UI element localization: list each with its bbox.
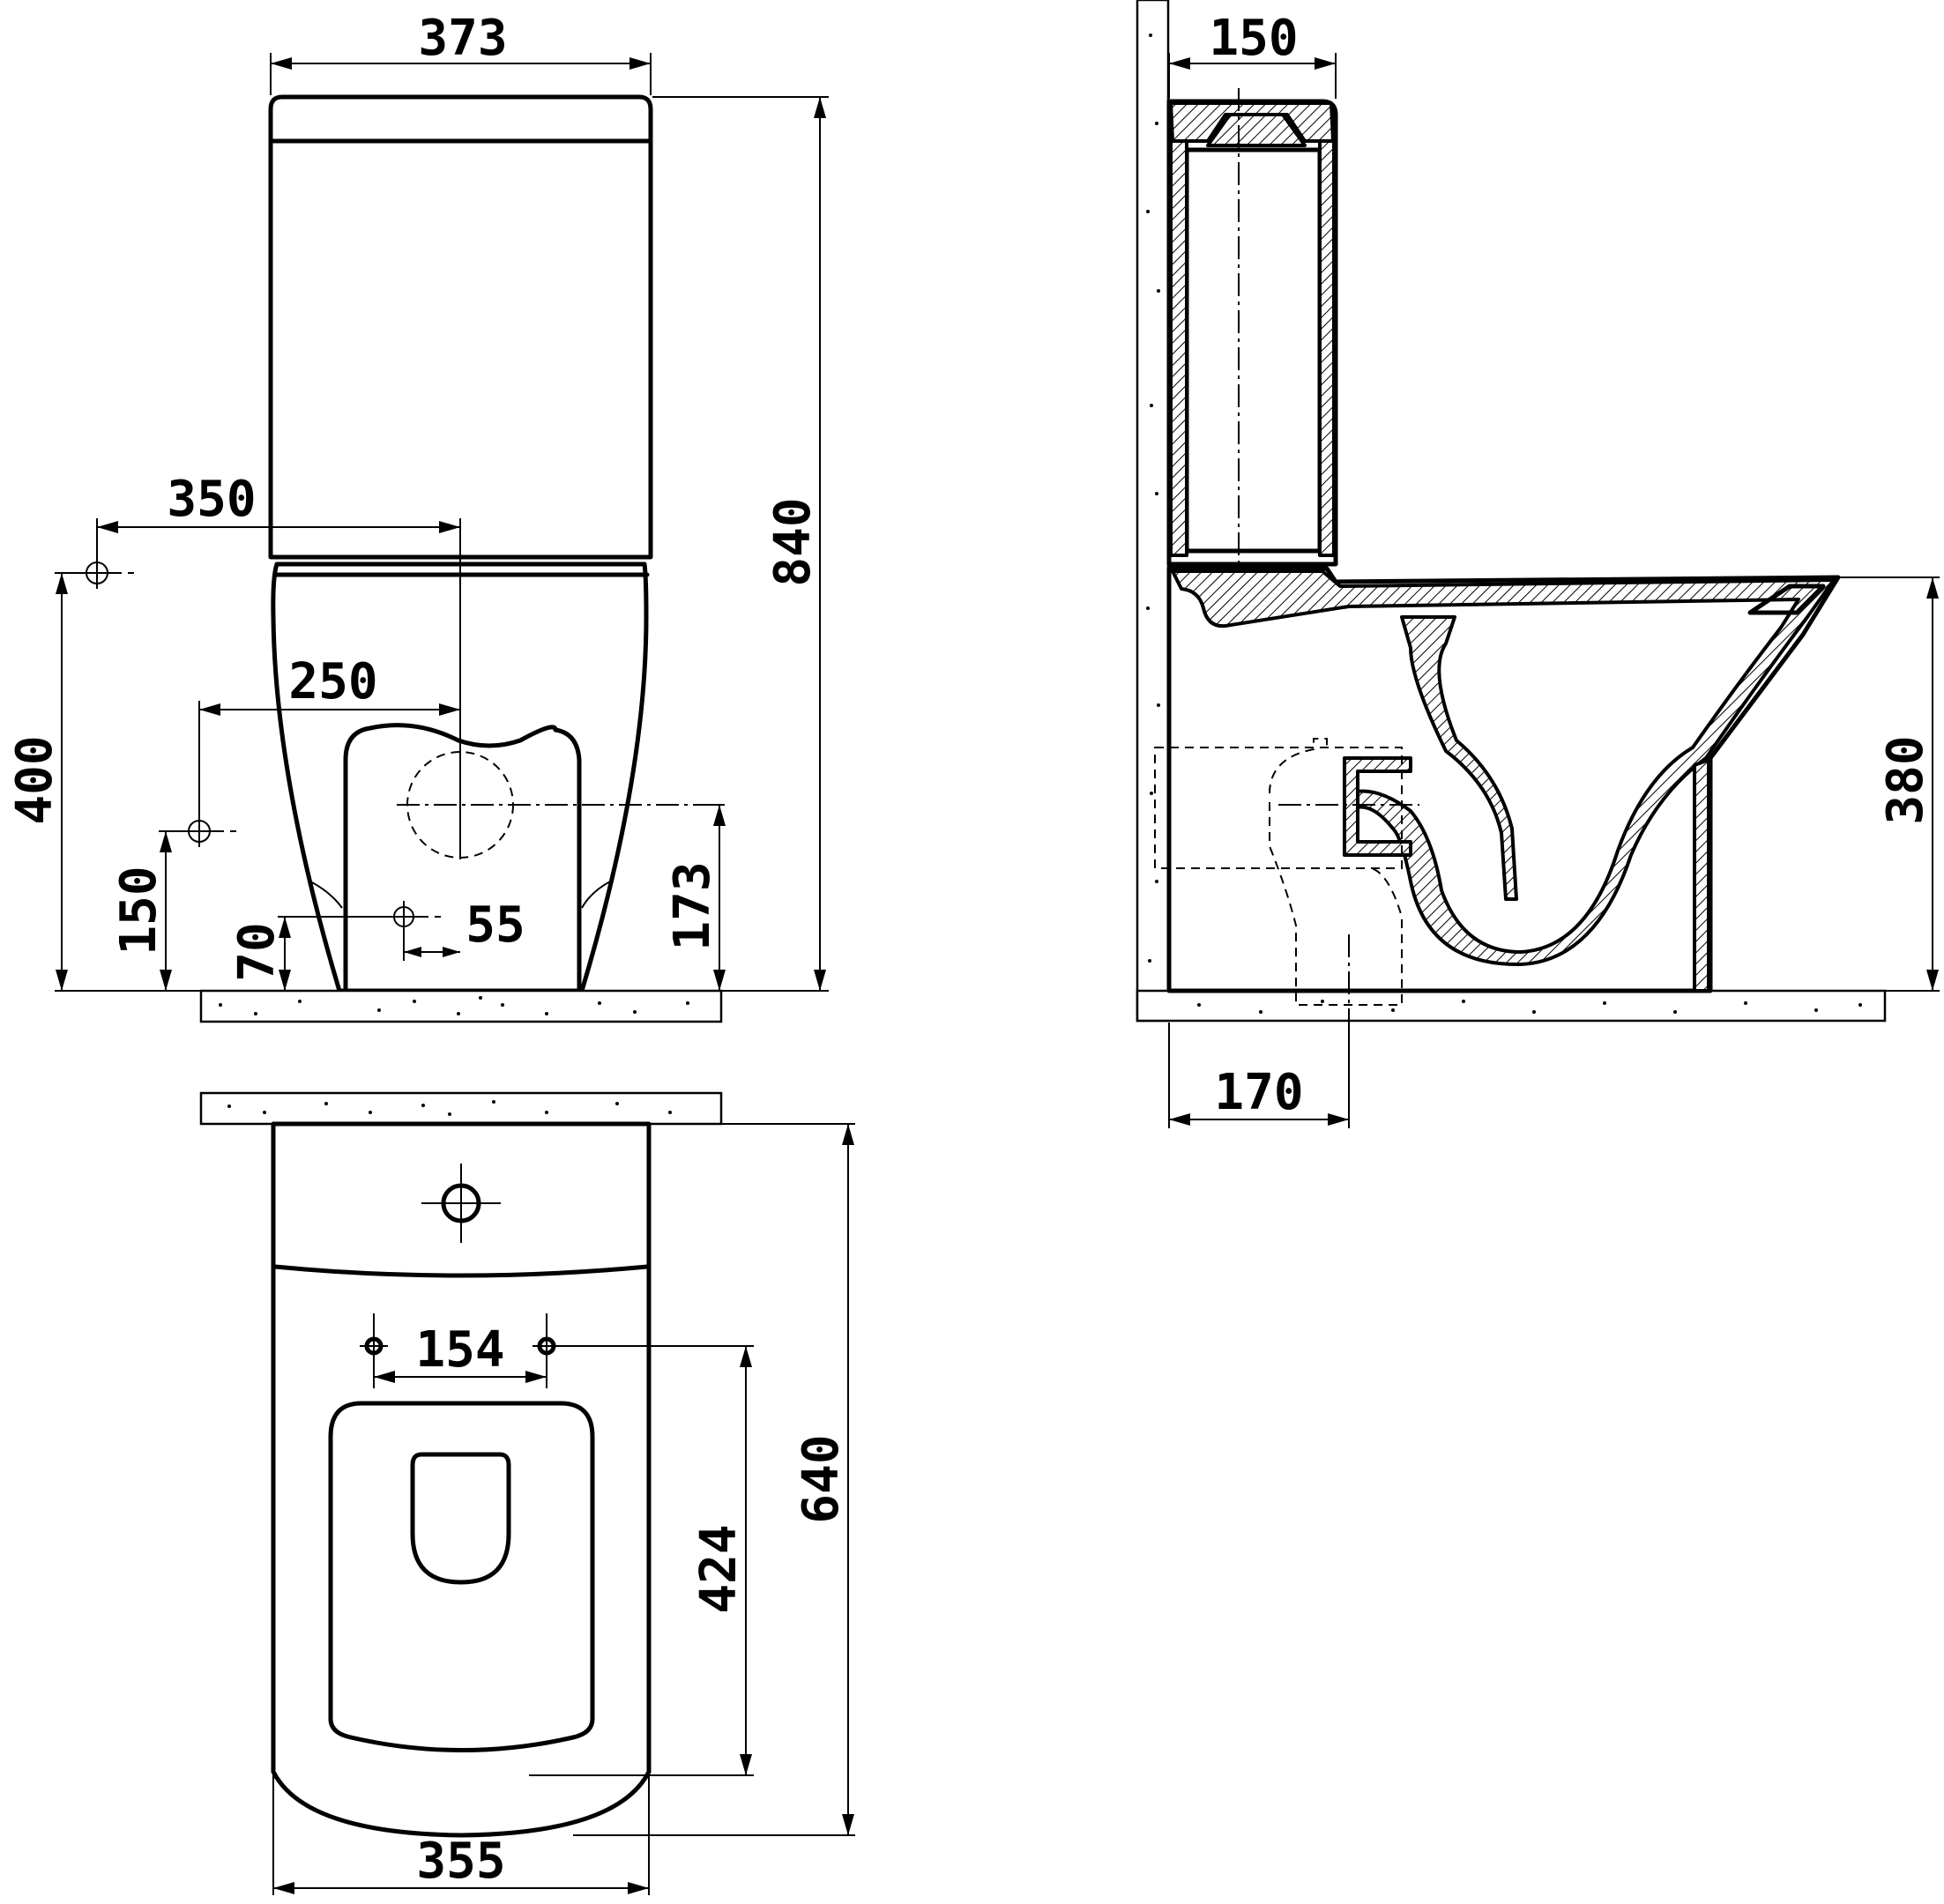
top-bowl-opening bbox=[410, 1452, 511, 1585]
dim-640-label: 640 bbox=[793, 1434, 850, 1523]
front-floor bbox=[199, 989, 723, 1023]
dim-424-arrow-b bbox=[740, 1754, 752, 1775]
dim-840-arrow-t bbox=[814, 97, 826, 118]
dim-70-label: 70 bbox=[228, 922, 286, 981]
dim-250-label: 250 bbox=[288, 653, 377, 710]
dim-400-label: 400 bbox=[6, 735, 63, 824]
front-bowl-foot-left bbox=[309, 881, 343, 909]
dim-355-arrow-l bbox=[273, 1882, 294, 1894]
dim-350-arrow-r bbox=[439, 521, 460, 533]
dim-173-label: 173 bbox=[664, 861, 721, 950]
side-pedestal-leg bbox=[1693, 758, 1710, 993]
dim-380-arrow-t bbox=[1926, 577, 1939, 599]
dim-400-arrow-b bbox=[56, 970, 68, 991]
side-tank-inner bbox=[1184, 147, 1322, 554]
side-wall-specks bbox=[1146, 33, 1160, 963]
side-tank-outer bbox=[1166, 99, 1338, 567]
dim-355-label: 355 bbox=[416, 1833, 505, 1890]
dim-400-arrow-t bbox=[56, 573, 68, 594]
dim-s150-label: 150 bbox=[1209, 10, 1298, 67]
top-outline bbox=[271, 1121, 652, 1838]
dim-170-label: 170 bbox=[1214, 1064, 1303, 1121]
dim-154-arrow-l bbox=[374, 1371, 395, 1383]
side-connector-dashed bbox=[1154, 747, 1403, 869]
dim-55-arrow-r bbox=[443, 947, 460, 957]
dim-150-arrow-t bbox=[160, 831, 172, 852]
dim-350-label: 350 bbox=[167, 471, 256, 528]
dim-173-arrow-b bbox=[713, 970, 726, 991]
side-bowl-outer bbox=[1166, 566, 1841, 993]
side-trap-leg bbox=[1400, 615, 1518, 901]
dim-250-arrow-r bbox=[439, 703, 460, 716]
dim-373-arrow-l bbox=[271, 57, 292, 70]
front-dimensions: 373 840 350 250 400 150 bbox=[6, 10, 829, 992]
dim-70-arrow-t bbox=[279, 917, 291, 938]
top-tank-front-line bbox=[272, 1264, 650, 1278]
side-rim-detail bbox=[1747, 584, 1826, 615]
dim-154-arrow-r bbox=[525, 1371, 547, 1383]
side-bowl-shell bbox=[1171, 569, 1836, 967]
side-tank-wall-right bbox=[1318, 139, 1336, 557]
dim-350-arrow-l bbox=[97, 521, 118, 533]
dim-250-arrow-l bbox=[199, 703, 220, 716]
dim-424-label: 424 bbox=[690, 1524, 748, 1613]
dim-373-label: 373 bbox=[418, 10, 507, 67]
side-tank-wall-left bbox=[1169, 139, 1188, 557]
dim-640-arrow-t bbox=[842, 1124, 854, 1145]
top-view bbox=[199, 1091, 723, 1838]
front-bowl-base-cutout bbox=[343, 723, 582, 993]
dim-150-label: 150 bbox=[110, 866, 168, 955]
side-dimensions: 150 380 170 bbox=[1168, 10, 1940, 1128]
dim-150-arrow-b bbox=[160, 970, 172, 991]
front-bowl-foot-right bbox=[581, 881, 611, 909]
front-tank-outline bbox=[268, 94, 653, 560]
side-connector-elbow-dashed bbox=[1269, 738, 1403, 1006]
side-outlet-pipe bbox=[1343, 756, 1412, 857]
front-view bbox=[81, 94, 723, 1023]
dim-380-arrow-b bbox=[1926, 970, 1939, 991]
dim-355-arrow-r bbox=[628, 1882, 649, 1894]
dim-s150-arrow-l bbox=[1169, 57, 1190, 70]
top-wall-specks bbox=[227, 1100, 672, 1116]
dim-840-arrow-b bbox=[814, 970, 826, 991]
dim-373-arrow-r bbox=[629, 57, 651, 70]
dim-55-label: 55 bbox=[466, 896, 525, 954]
side-flush-valve bbox=[1206, 113, 1307, 147]
top-seat-outline bbox=[328, 1401, 595, 1752]
front-floor-specks bbox=[219, 996, 689, 1015]
dim-55-arrow-l bbox=[404, 947, 421, 957]
side-view bbox=[1136, 0, 1887, 1023]
dim-173-arrow-t bbox=[713, 805, 726, 826]
dim-170-arrow-l bbox=[1169, 1113, 1190, 1126]
dim-424-arrow-t bbox=[740, 1346, 752, 1367]
dim-840-label: 840 bbox=[764, 497, 822, 586]
top-wall bbox=[199, 1091, 723, 1126]
dim-640-arrow-b bbox=[842, 1814, 854, 1835]
dim-380-label: 380 bbox=[1877, 735, 1934, 824]
side-floor bbox=[1136, 989, 1887, 1023]
dim-s150-arrow-r bbox=[1315, 57, 1336, 70]
side-floor-specks bbox=[1197, 1000, 1862, 1014]
dim-154-label: 154 bbox=[415, 1321, 504, 1379]
dim-70-arrow-b bbox=[279, 970, 291, 991]
dim-170-arrow-r bbox=[1328, 1113, 1349, 1126]
top-dimensions: 154 424 640 355 bbox=[272, 1123, 855, 1895]
